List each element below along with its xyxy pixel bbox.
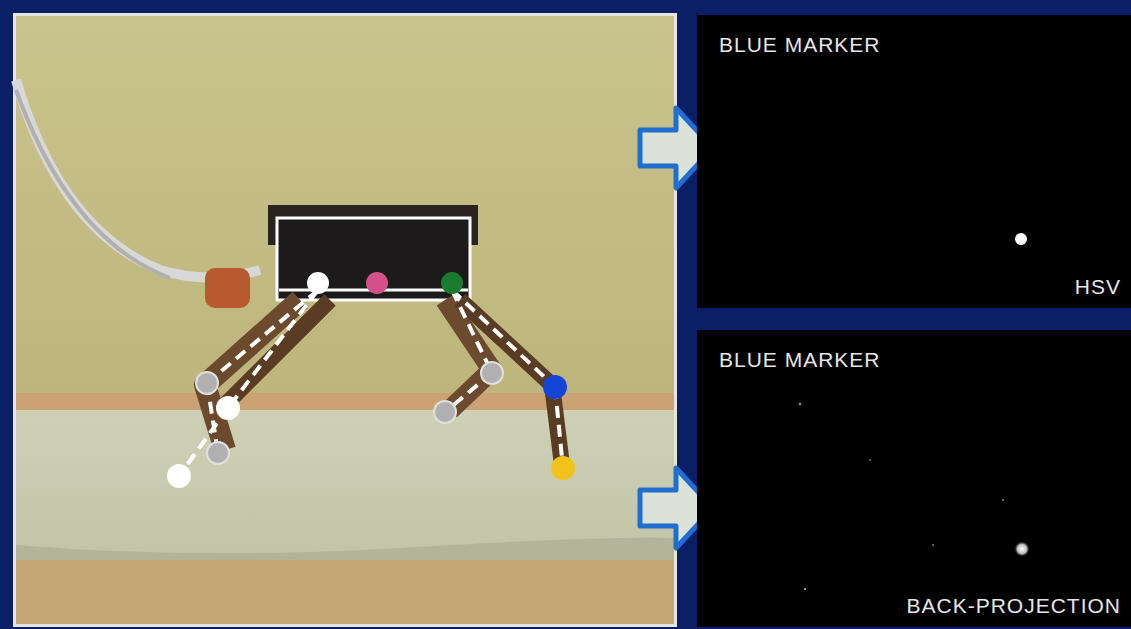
panel-method-label: BACK-PROJECTION — [906, 594, 1121, 617]
photo-scene — [16, 16, 674, 624]
photo-border — [13, 13, 677, 627]
detection-panel: BLUE MARKER BACK-PROJECTION — [697, 330, 1131, 627]
panel-heading: BLUE MARKER — [719, 348, 881, 371]
detection-panel: BLUE MARKER HSV — [697, 15, 1131, 308]
panel-heading: BLUE MARKER — [719, 33, 881, 56]
panel-method-label: HSV — [1075, 275, 1121, 298]
